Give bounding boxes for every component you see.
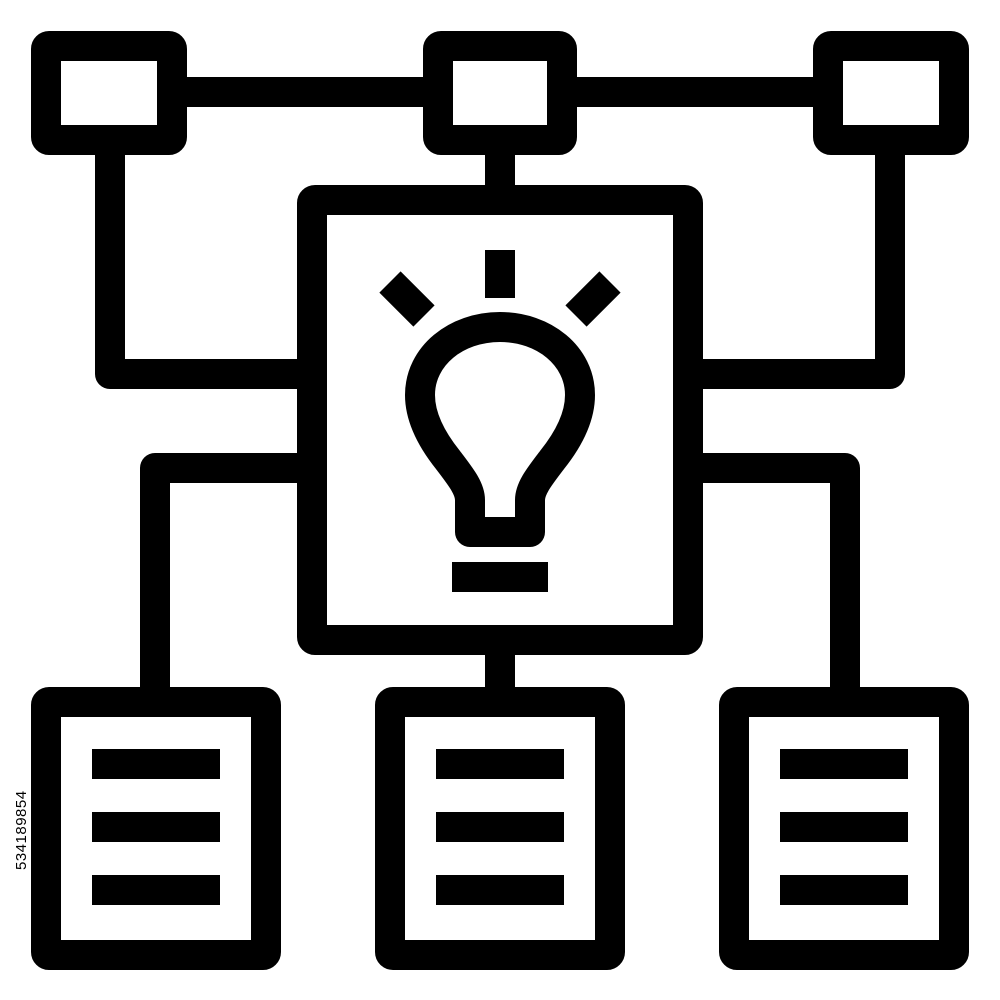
square-node-icon (813, 31, 969, 155)
connectors (95, 77, 905, 702)
left-elbow-connector (95, 140, 312, 389)
square-node-icon (423, 31, 577, 155)
central-idea-panel (297, 185, 703, 655)
bottom-nodes (31, 687, 969, 970)
bulb-outline (405, 312, 595, 547)
right-elbow-connector (688, 140, 905, 389)
top-nodes (31, 31, 969, 155)
light-ray-left (379, 271, 435, 327)
right-lower-connector (688, 453, 860, 702)
left-lower-connector (140, 453, 312, 702)
document-node-center (375, 687, 625, 970)
square-node-icon (31, 31, 187, 155)
light-ray-right (565, 271, 621, 327)
stock-id-watermark: 534189854 (13, 790, 30, 870)
document-node-left (31, 687, 281, 970)
document-node-right (719, 687, 969, 970)
lightbulb-icon (379, 250, 621, 592)
